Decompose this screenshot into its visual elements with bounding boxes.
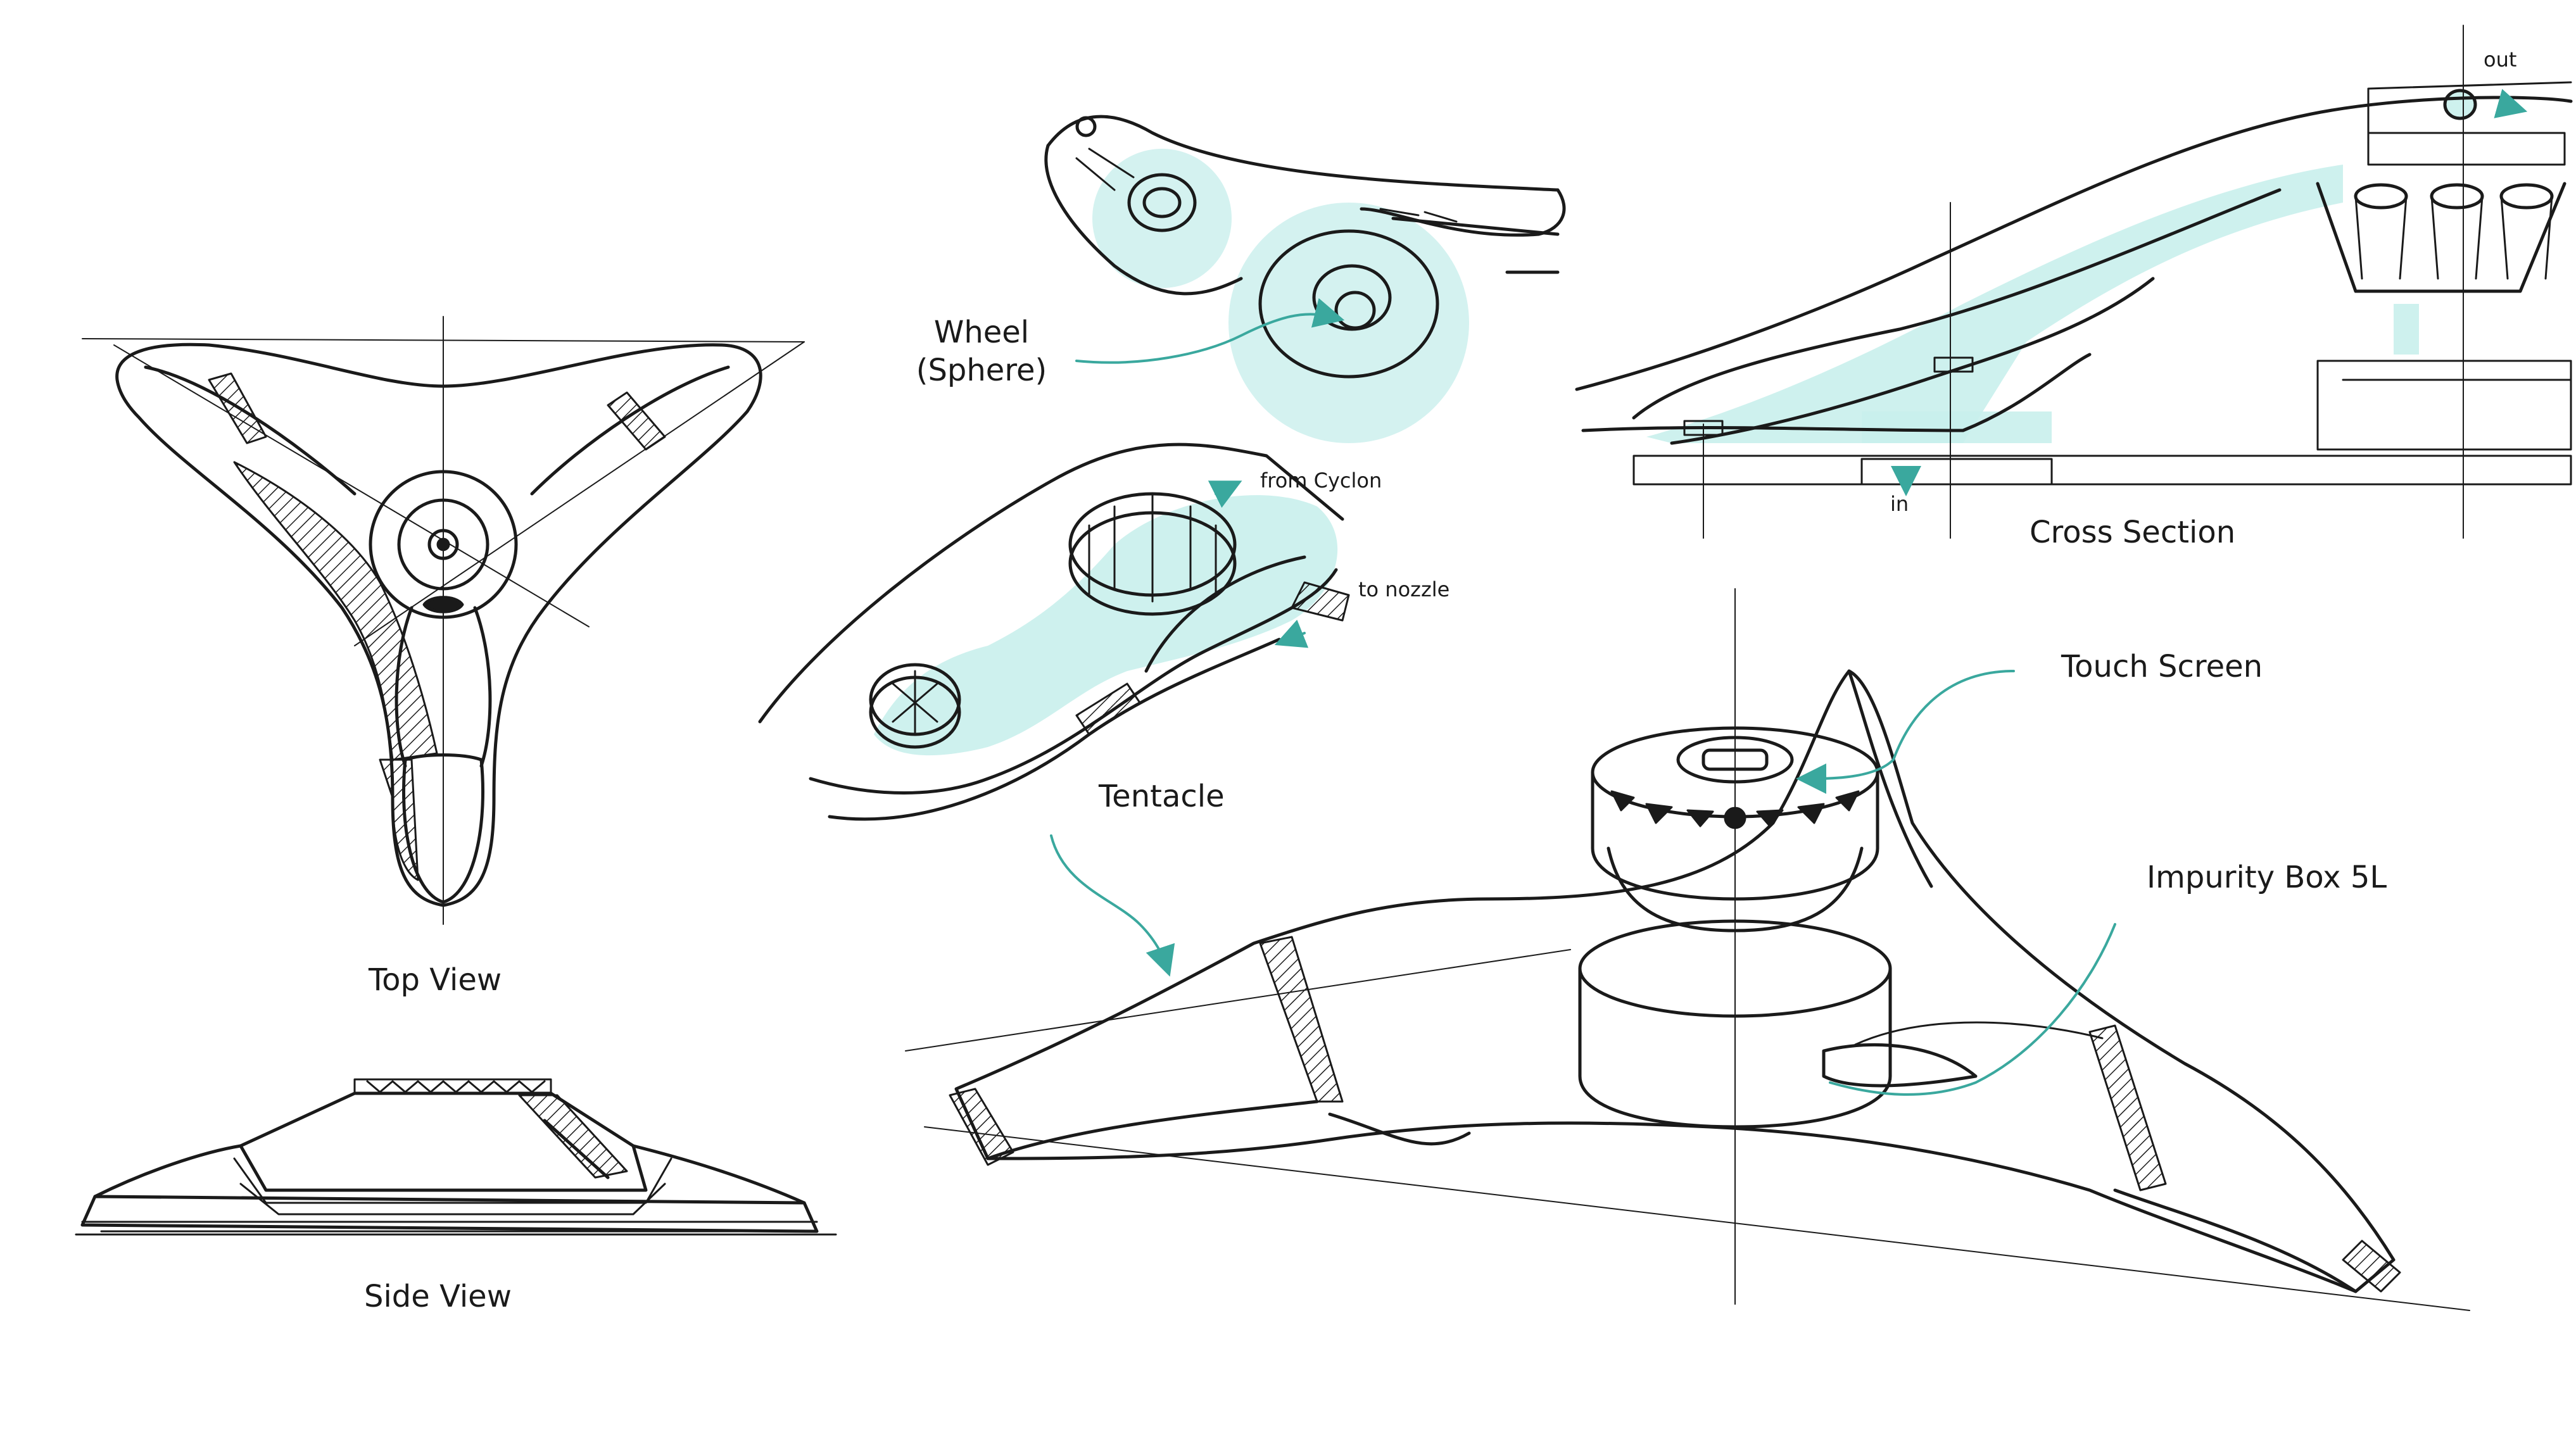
wheel-arrow — [1075, 298, 1345, 364]
cross-section-sketch — [1575, 25, 2573, 539]
tentacle-arrow — [1050, 834, 1175, 977]
annotation-arrows — [1050, 89, 2528, 1096]
tentacle-label: Tentacle — [1099, 779, 1225, 814]
impurity-box-label: Impurity Box 5L — [2147, 860, 2387, 895]
out-label: out — [2484, 47, 2517, 72]
to-nozzle-arrow — [1274, 619, 1309, 648]
wheel-label: Wheel (Sphere) — [912, 313, 1051, 389]
side-view-sketch — [75, 1078, 837, 1236]
impurity-box-arrow — [1829, 923, 2116, 1096]
touch-screen-arrow — [1796, 670, 2015, 794]
tentacle-sketch — [758, 443, 1350, 821]
cross-section-label: Cross Section — [2030, 515, 2236, 550]
main-perspective-sketch — [905, 588, 2470, 1311]
top-view-sketch — [82, 316, 805, 925]
wheel-label-line1: Wheel — [933, 315, 1030, 350]
to-nozzle-label: to nozzle — [1358, 577, 1450, 601]
touch-screen-label: Touch Screen — [2061, 649, 2263, 684]
wheel-label-line2: (Sphere) — [916, 353, 1047, 388]
from-cyclon-arrow — [1208, 481, 1242, 508]
out-arrow — [2494, 89, 2528, 118]
in-label: in — [1890, 492, 1909, 516]
top-view-label: Top View — [369, 962, 502, 998]
from-cyclon-label: from Cyclon — [1260, 468, 1382, 493]
wheel-sketch — [1044, 115, 1566, 443]
side-view-label: Side View — [364, 1279, 512, 1314]
